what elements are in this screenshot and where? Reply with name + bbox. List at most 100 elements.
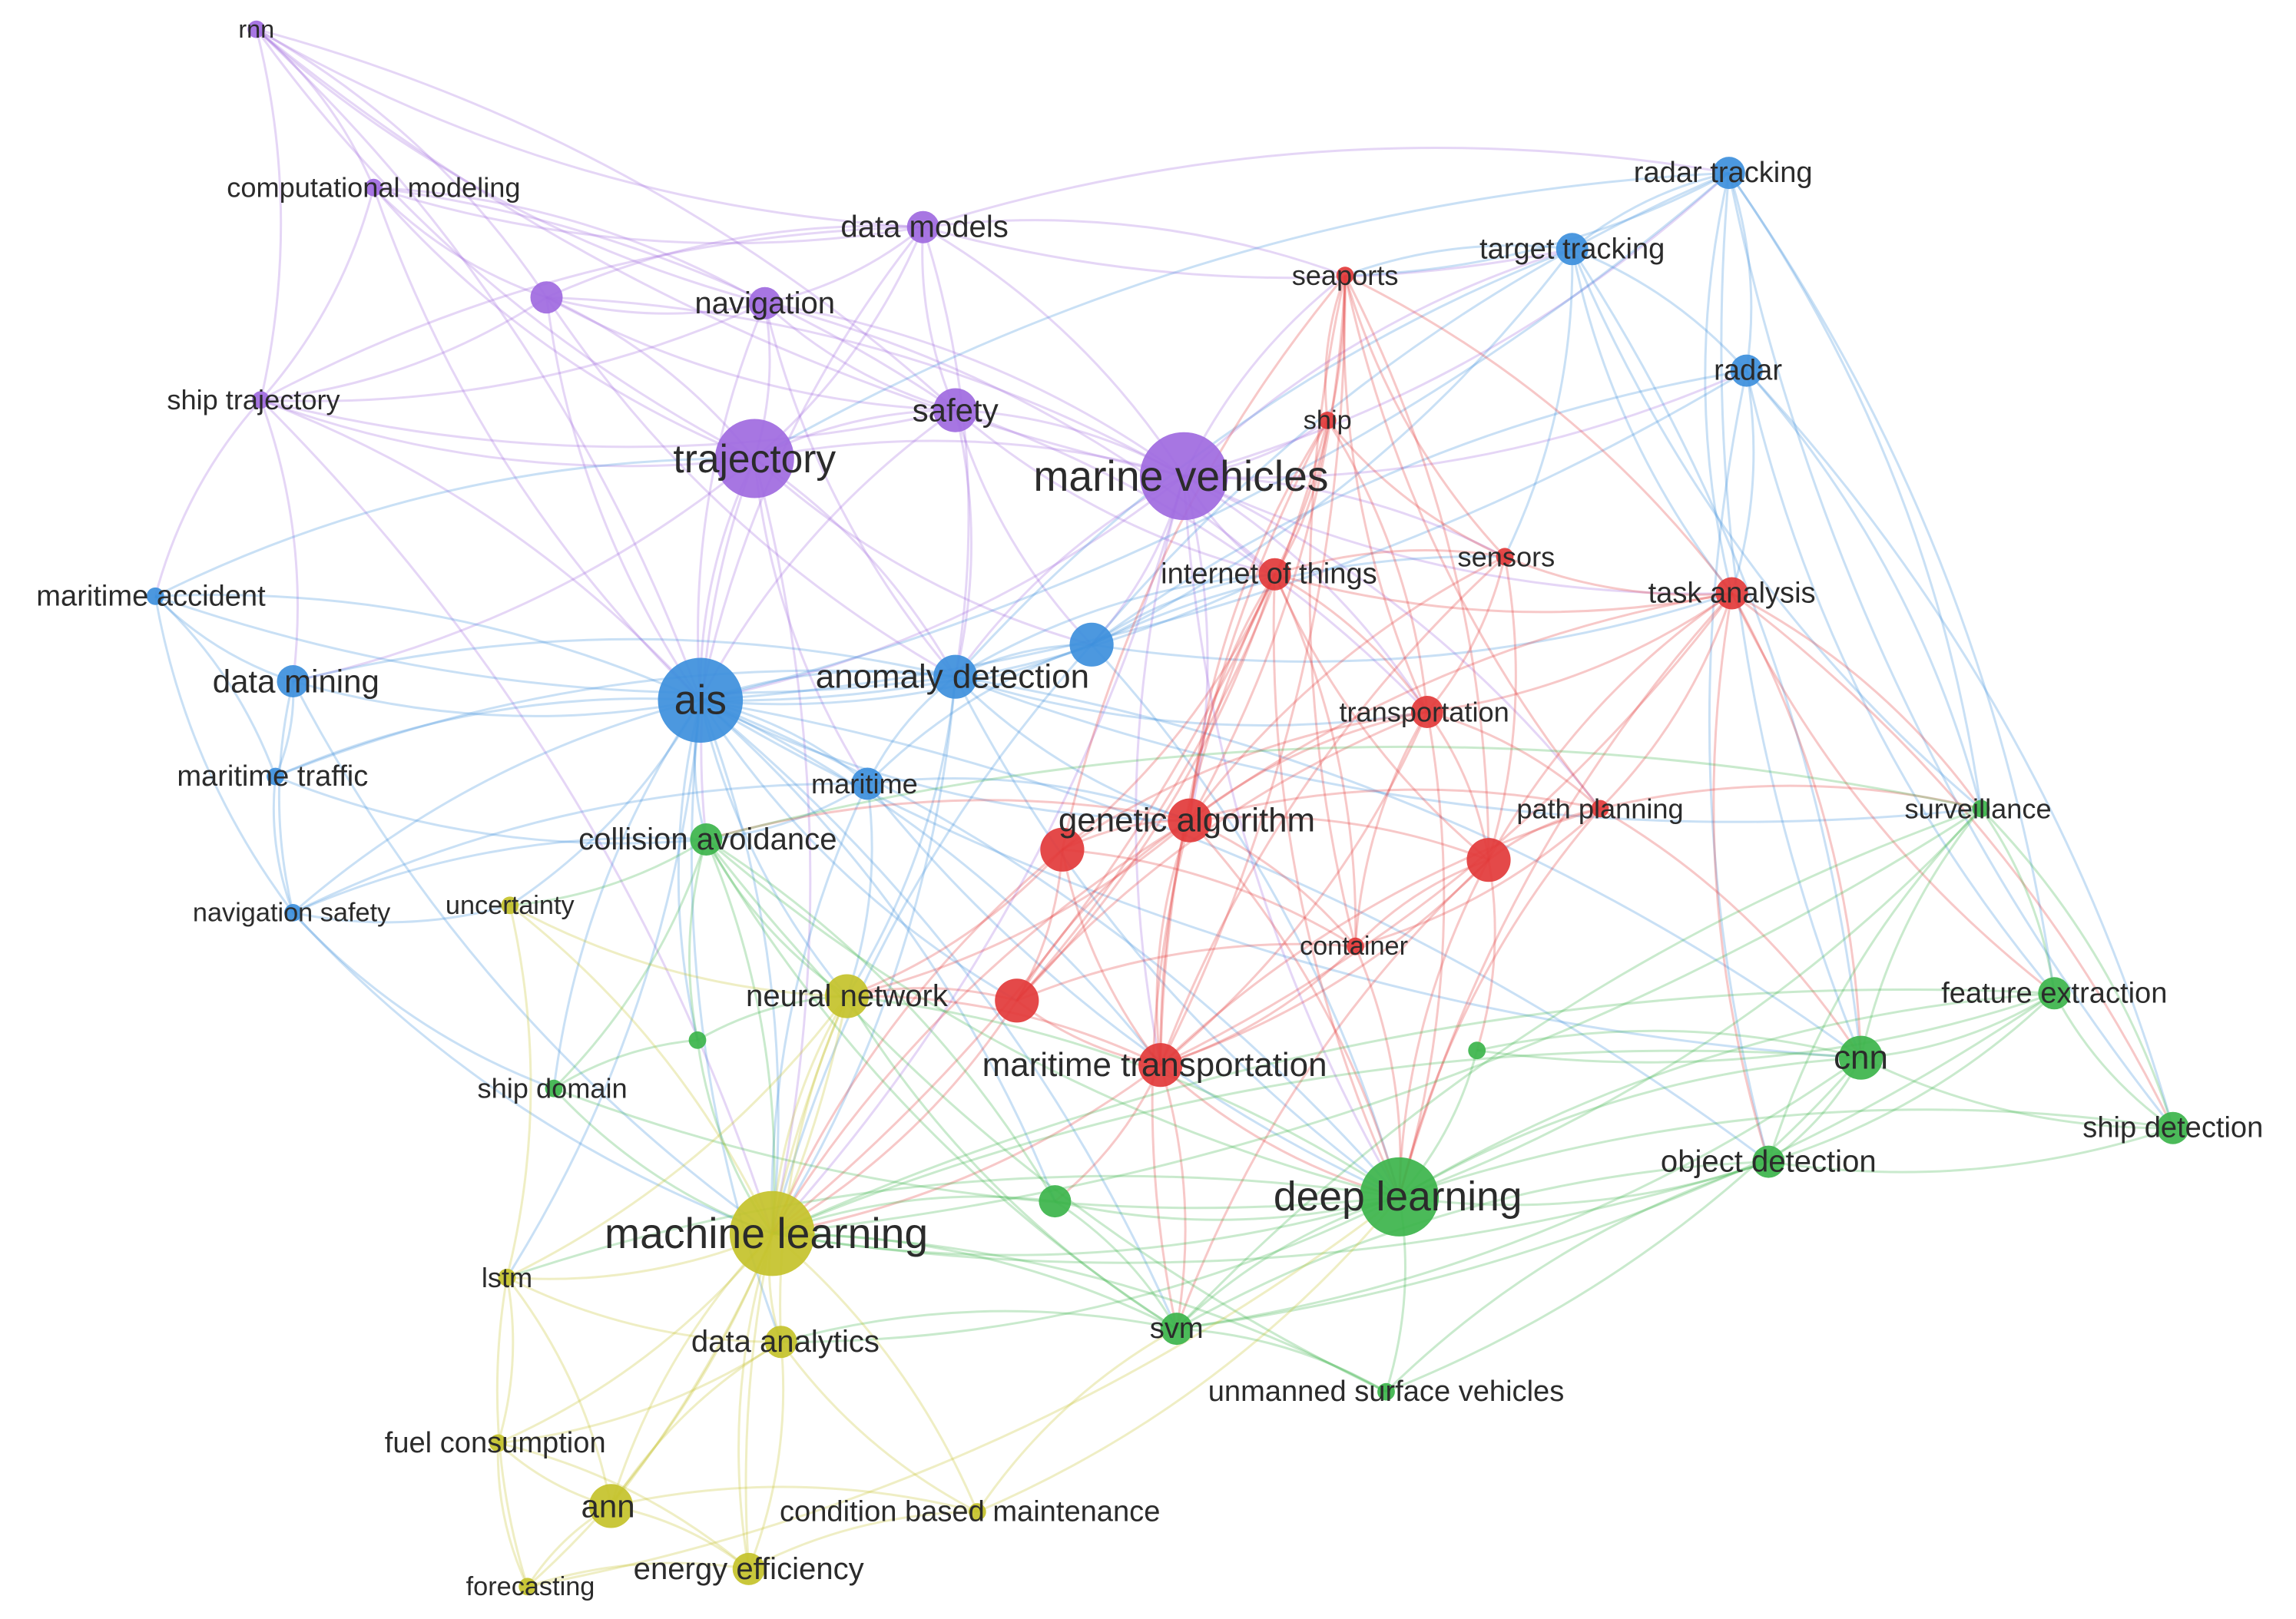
edge-data_models-anomaly_detection <box>922 227 970 677</box>
node-lstm[interactable] <box>498 1268 516 1286</box>
node-trajectory[interactable] <box>714 419 794 498</box>
node-data-analytics[interactable] <box>764 1326 797 1359</box>
node-anomaly-detection[interactable] <box>933 654 978 699</box>
label-fuel-consumption: fuel consumption <box>385 1427 606 1459</box>
node-blue-unlabeled[interactable] <box>1069 622 1114 667</box>
node-cnn[interactable] <box>1838 1035 1884 1080</box>
edge-task_analysis-surveillance <box>1731 592 1983 810</box>
node-unmanned-surface-vehicles[interactable] <box>1377 1382 1395 1401</box>
edge-feature_extraction-ship_detection <box>2052 992 2174 1129</box>
node-energy-efficiency[interactable] <box>732 1552 765 1585</box>
edge-surveillance-ship_detection <box>1980 807 2175 1129</box>
node-ship-trajectory[interactable] <box>252 391 270 409</box>
node-path-planning[interactable] <box>1591 800 1609 818</box>
edge-collision_avoidance-machine_learning <box>705 839 776 1234</box>
node-radar[interactable] <box>1730 354 1763 387</box>
label-ship: ship <box>1304 406 1352 435</box>
node-machine-learning[interactable] <box>729 1190 815 1276</box>
edge-computational_modeling-data_models <box>373 186 923 245</box>
edge-data_mining-navigation_safety <box>277 680 294 913</box>
node-collision-avoidance[interactable] <box>690 823 723 856</box>
node-maritime-transportation[interactable] <box>1138 1043 1183 1088</box>
node-green-unlabeled-1[interactable] <box>688 1031 707 1049</box>
edge-maritime_accident-anomaly_detection <box>154 594 956 694</box>
node-green-unlabeled-2[interactable] <box>1468 1041 1486 1060</box>
node-red-unlabeled-2[interactable] <box>1466 838 1511 882</box>
edge-maritime_transportation-svm <box>1159 1064 1187 1329</box>
edge-maritime_traffic-navigation_safety <box>272 776 294 913</box>
edge-anomaly_detection-genetic_algorithm <box>954 676 1191 822</box>
node-condition-based-maintenance[interactable] <box>968 1503 986 1521</box>
label-feature-extraction: feature extraction <box>1941 977 2167 1009</box>
edge-navigation-ship_trajectory <box>260 302 766 402</box>
node-navigation-safety[interactable] <box>284 904 302 922</box>
edge-computational_modeling-ship_trajectory <box>260 187 375 401</box>
node-deep-learning[interactable] <box>1360 1157 1440 1237</box>
node-neural-network[interactable] <box>824 974 870 1018</box>
node-internet-of-things[interactable] <box>1258 558 1291 591</box>
edge-anomaly_detection-transportation <box>955 675 1428 727</box>
edge-machine_learning-fuel_consumption <box>497 1233 774 1445</box>
node-fuel-consumption[interactable] <box>489 1434 507 1452</box>
edge-ship-transportation <box>1326 419 1429 713</box>
node-ship-domain[interactable] <box>545 1079 563 1098</box>
node-genetic-algorithm[interactable] <box>1168 798 1212 843</box>
node-transportation[interactable] <box>1410 696 1443 728</box>
node-red-unlabeled-1[interactable] <box>1040 827 1085 872</box>
node-target-tracking[interactable] <box>1556 233 1589 266</box>
edge-ais-green_unlabeled_1 <box>677 700 702 1041</box>
edge-ship_detection-object_detection <box>1768 1127 2174 1174</box>
node-marine-vehicles[interactable] <box>1140 432 1228 521</box>
node-ship[interactable] <box>1318 412 1337 429</box>
edge-ais-object_detection <box>700 699 1770 1163</box>
node-object-detection[interactable] <box>1752 1145 1785 1178</box>
edge-lstm-fuel_consumption <box>497 1277 515 1444</box>
edge-genetic_algorithm-container <box>1189 819 1357 948</box>
node-seaports[interactable] <box>1336 267 1354 284</box>
node-feature-extraction[interactable] <box>2038 977 2071 1010</box>
node-ais[interactable] <box>658 657 744 743</box>
node-ann[interactable] <box>588 1484 634 1528</box>
edge-data_models-target_tracking <box>923 226 1573 280</box>
edge-marine_vehicles-deep_learning <box>1182 475 1400 1198</box>
node-forecasting[interactable] <box>519 1578 537 1596</box>
node-ship-detection[interactable] <box>2156 1111 2189 1144</box>
edge-red_unlabeled_3-machine_learning <box>771 999 1019 1235</box>
node-maritime[interactable] <box>851 767 884 800</box>
edge-sensors-genetic_algorithm <box>1188 555 1506 822</box>
edge-data_models-purple_unlabeled <box>545 224 923 299</box>
node-sensors[interactable] <box>1496 548 1514 566</box>
node-container[interactable] <box>1347 937 1364 955</box>
edge-sensors-red_unlabeled_2 <box>1487 556 1517 861</box>
node-surveillance[interactable] <box>1972 800 1990 818</box>
edge-radar-object_detection <box>1708 370 1770 1162</box>
edge-collision_avoidance-svm <box>705 839 1178 1330</box>
node-data-models[interactable] <box>906 210 939 243</box>
edge-target_tracking-seaports <box>1344 244 1572 277</box>
node-computational-modeling[interactable] <box>365 178 383 197</box>
edge-internet_of_things-red_unlabeled_2 <box>1274 574 1489 861</box>
node-rnn[interactable] <box>247 20 266 38</box>
edge-ship_trajectory-maritime_accident <box>154 399 262 597</box>
edge-radar_tracking-ship_detection <box>1728 172 2174 1129</box>
node-maritime-accident[interactable] <box>146 587 164 605</box>
node-red-unlabeled-3[interactable] <box>995 978 1039 1023</box>
edge-anomaly_detection-machine_learning <box>770 677 957 1234</box>
edge-navigation-ais <box>697 303 767 700</box>
node-green-unlabeled-3[interactable] <box>1039 1185 1072 1218</box>
edge-internet_of_things-container <box>1274 574 1357 947</box>
node-purple-unlabeled[interactable] <box>530 281 563 314</box>
node-navigation[interactable] <box>748 286 781 319</box>
node-data-mining[interactable] <box>277 665 310 697</box>
edge-ship-genetic_algorithm <box>1188 419 1329 821</box>
edge-cnn-green_unlabeled_2 <box>1476 1029 1861 1059</box>
node-radar-tracking[interactable] <box>1712 157 1745 190</box>
edge-path_planning-surveillance <box>1599 784 1982 810</box>
node-uncertainty[interactable] <box>501 896 519 915</box>
edge-red_unlabeled_2-deep_learning <box>1398 859 1490 1197</box>
node-task-analysis[interactable] <box>1715 577 1748 610</box>
node-safety[interactable] <box>933 388 978 432</box>
node-maritime-traffic[interactable] <box>267 767 284 786</box>
edge-maritime_traffic-anomaly_detection <box>275 669 956 778</box>
node-svm[interactable] <box>1160 1313 1193 1346</box>
